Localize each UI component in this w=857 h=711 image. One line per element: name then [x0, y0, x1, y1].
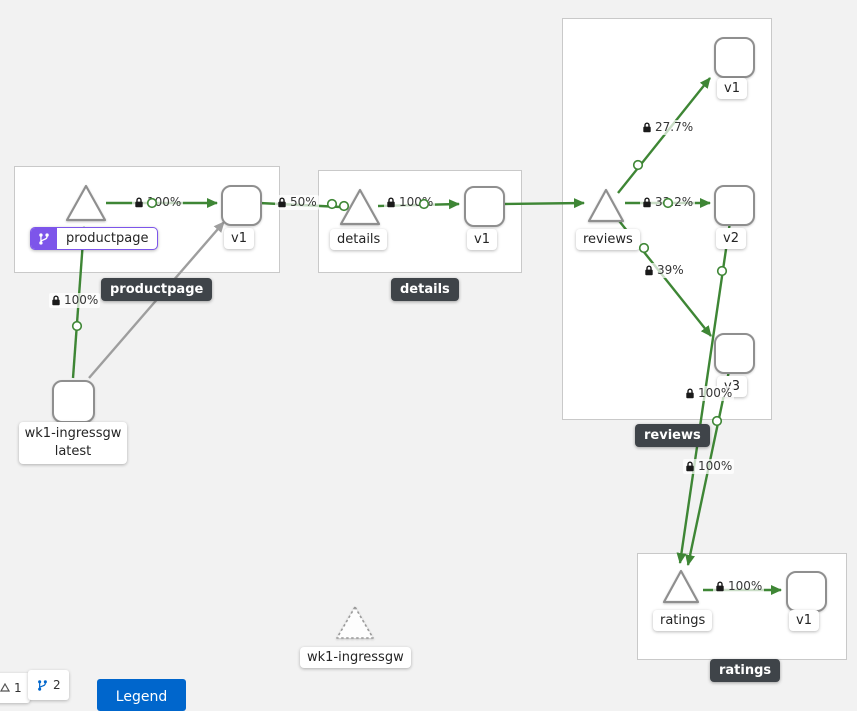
edge-label-v1-details[interactable]: 50% [275, 195, 319, 210]
workload-node-reviews-v2[interactable] [714, 185, 755, 226]
footer-count-1: 1 [14, 681, 22, 695]
mtls-lock-icon [645, 265, 653, 276]
service-node-ratings[interactable] [661, 568, 701, 606]
node-label-line2: latest [54, 444, 92, 459]
edge-percent: 27.7% [655, 120, 694, 134]
footer-count-chip-2[interactable]: 2 [28, 670, 69, 700]
edge-label-productpage-v1[interactable]: 100% [132, 195, 184, 210]
edge-to-reviews[interactable] [501, 198, 585, 209]
edge-percent: 33.2% [655, 195, 694, 209]
edge-label-v2-ratings[interactable]: 100% [683, 459, 735, 474]
edge-label-reviews-v2[interactable]: 33.2% [640, 195, 696, 210]
edge-percent: 100% [698, 459, 733, 473]
legend-button[interactable]: Legend [97, 679, 186, 711]
group-label-details[interactable]: details [391, 278, 459, 301]
service-node-reviews[interactable] [586, 187, 626, 225]
workload-node-productpage-v1[interactable] [221, 185, 262, 226]
mtls-lock-icon [686, 461, 694, 472]
footer-count-2: 2 [53, 678, 61, 692]
kiali-graph-canvas: { "colors":{ "edge_green":"#3e8635", "ed… [0, 18, 847, 711]
triangle-shape [65, 184, 107, 222]
workload-node-ingressgw[interactable] [52, 380, 95, 423]
service-node-idle-ingressgw[interactable] [334, 604, 376, 642]
app-branch-icon [38, 679, 47, 691]
footer-count-chip-1[interactable]: 1 [0, 673, 30, 703]
node-label-reviews[interactable]: reviews [576, 229, 640, 250]
mtls-lock-icon [387, 197, 395, 208]
service-node-productpage[interactable] [63, 182, 109, 224]
mtls-lock-icon [278, 197, 286, 208]
group-label-productpage[interactable]: productpage [101, 278, 213, 301]
triangle-shape [339, 188, 381, 226]
workload-node-ratings-v1[interactable] [786, 571, 827, 612]
edge-reviews-to-v1[interactable] [617, 77, 711, 194]
group-label-ratings[interactable]: ratings [710, 659, 781, 682]
triangle-shape [587, 188, 625, 223]
edge-percent: 100% [399, 195, 434, 209]
workload-node-reviews-v1[interactable] [714, 37, 755, 78]
edge-label-details-v1[interactable]: 100% [384, 195, 436, 210]
node-label-text: productpage [66, 231, 149, 246]
node-label-reviews-v2[interactable]: v2 [716, 228, 746, 249]
edge-label-reviews-v3[interactable]: 39% [642, 263, 686, 278]
group-label-reviews[interactable]: reviews [635, 424, 710, 447]
edge-label-gw-productpage[interactable]: 100% [49, 293, 101, 308]
triangle-shape [662, 569, 700, 604]
node-label-ratings-v1[interactable]: v1 [789, 610, 819, 631]
triangle-shape-dashed [336, 606, 374, 639]
node-label-ingressgw[interactable]: wk1-ingressgw latest [19, 422, 127, 464]
node-label-details[interactable]: details [330, 229, 388, 250]
edge-label-v3-ratings[interactable]: 100% [683, 386, 735, 401]
workload-node-reviews-v3[interactable] [714, 333, 755, 374]
node-label-line1: wk1-ingressgw [24, 426, 122, 441]
workload-node-details-v1[interactable] [464, 186, 505, 227]
node-label-details-v1[interactable]: v1 [467, 229, 497, 250]
app-badge-icon [31, 228, 57, 249]
service-node-details[interactable] [337, 186, 383, 228]
edge-percent: 50% [290, 195, 317, 209]
mtls-lock-icon [52, 295, 60, 306]
mtls-lock-icon [716, 581, 724, 592]
node-label-productpage-v1[interactable]: v1 [224, 228, 254, 249]
edge-label-ratings-v1[interactable]: 100% [713, 579, 765, 594]
edge-percent: 100% [698, 386, 733, 400]
mtls-lock-icon [643, 197, 651, 208]
node-label-reviews-v1[interactable]: v1 [717, 78, 747, 99]
node-label-idle-ingressgw[interactable]: wk1-ingressgw [300, 647, 411, 668]
edge-label-reviews-v1[interactable]: 27.7% [640, 120, 696, 135]
edge-percent: 39% [657, 263, 684, 277]
edge-percent: 100% [64, 293, 99, 307]
mtls-lock-icon [135, 197, 143, 208]
edge-percent: 100% [147, 195, 182, 209]
node-type-icon [0, 683, 10, 692]
mtls-lock-icon [686, 388, 694, 399]
node-label-productpage[interactable]: productpage [30, 227, 159, 250]
mtls-lock-icon [643, 122, 651, 133]
node-label-ratings[interactable]: ratings [653, 610, 713, 631]
edge-percent: 100% [728, 579, 763, 593]
